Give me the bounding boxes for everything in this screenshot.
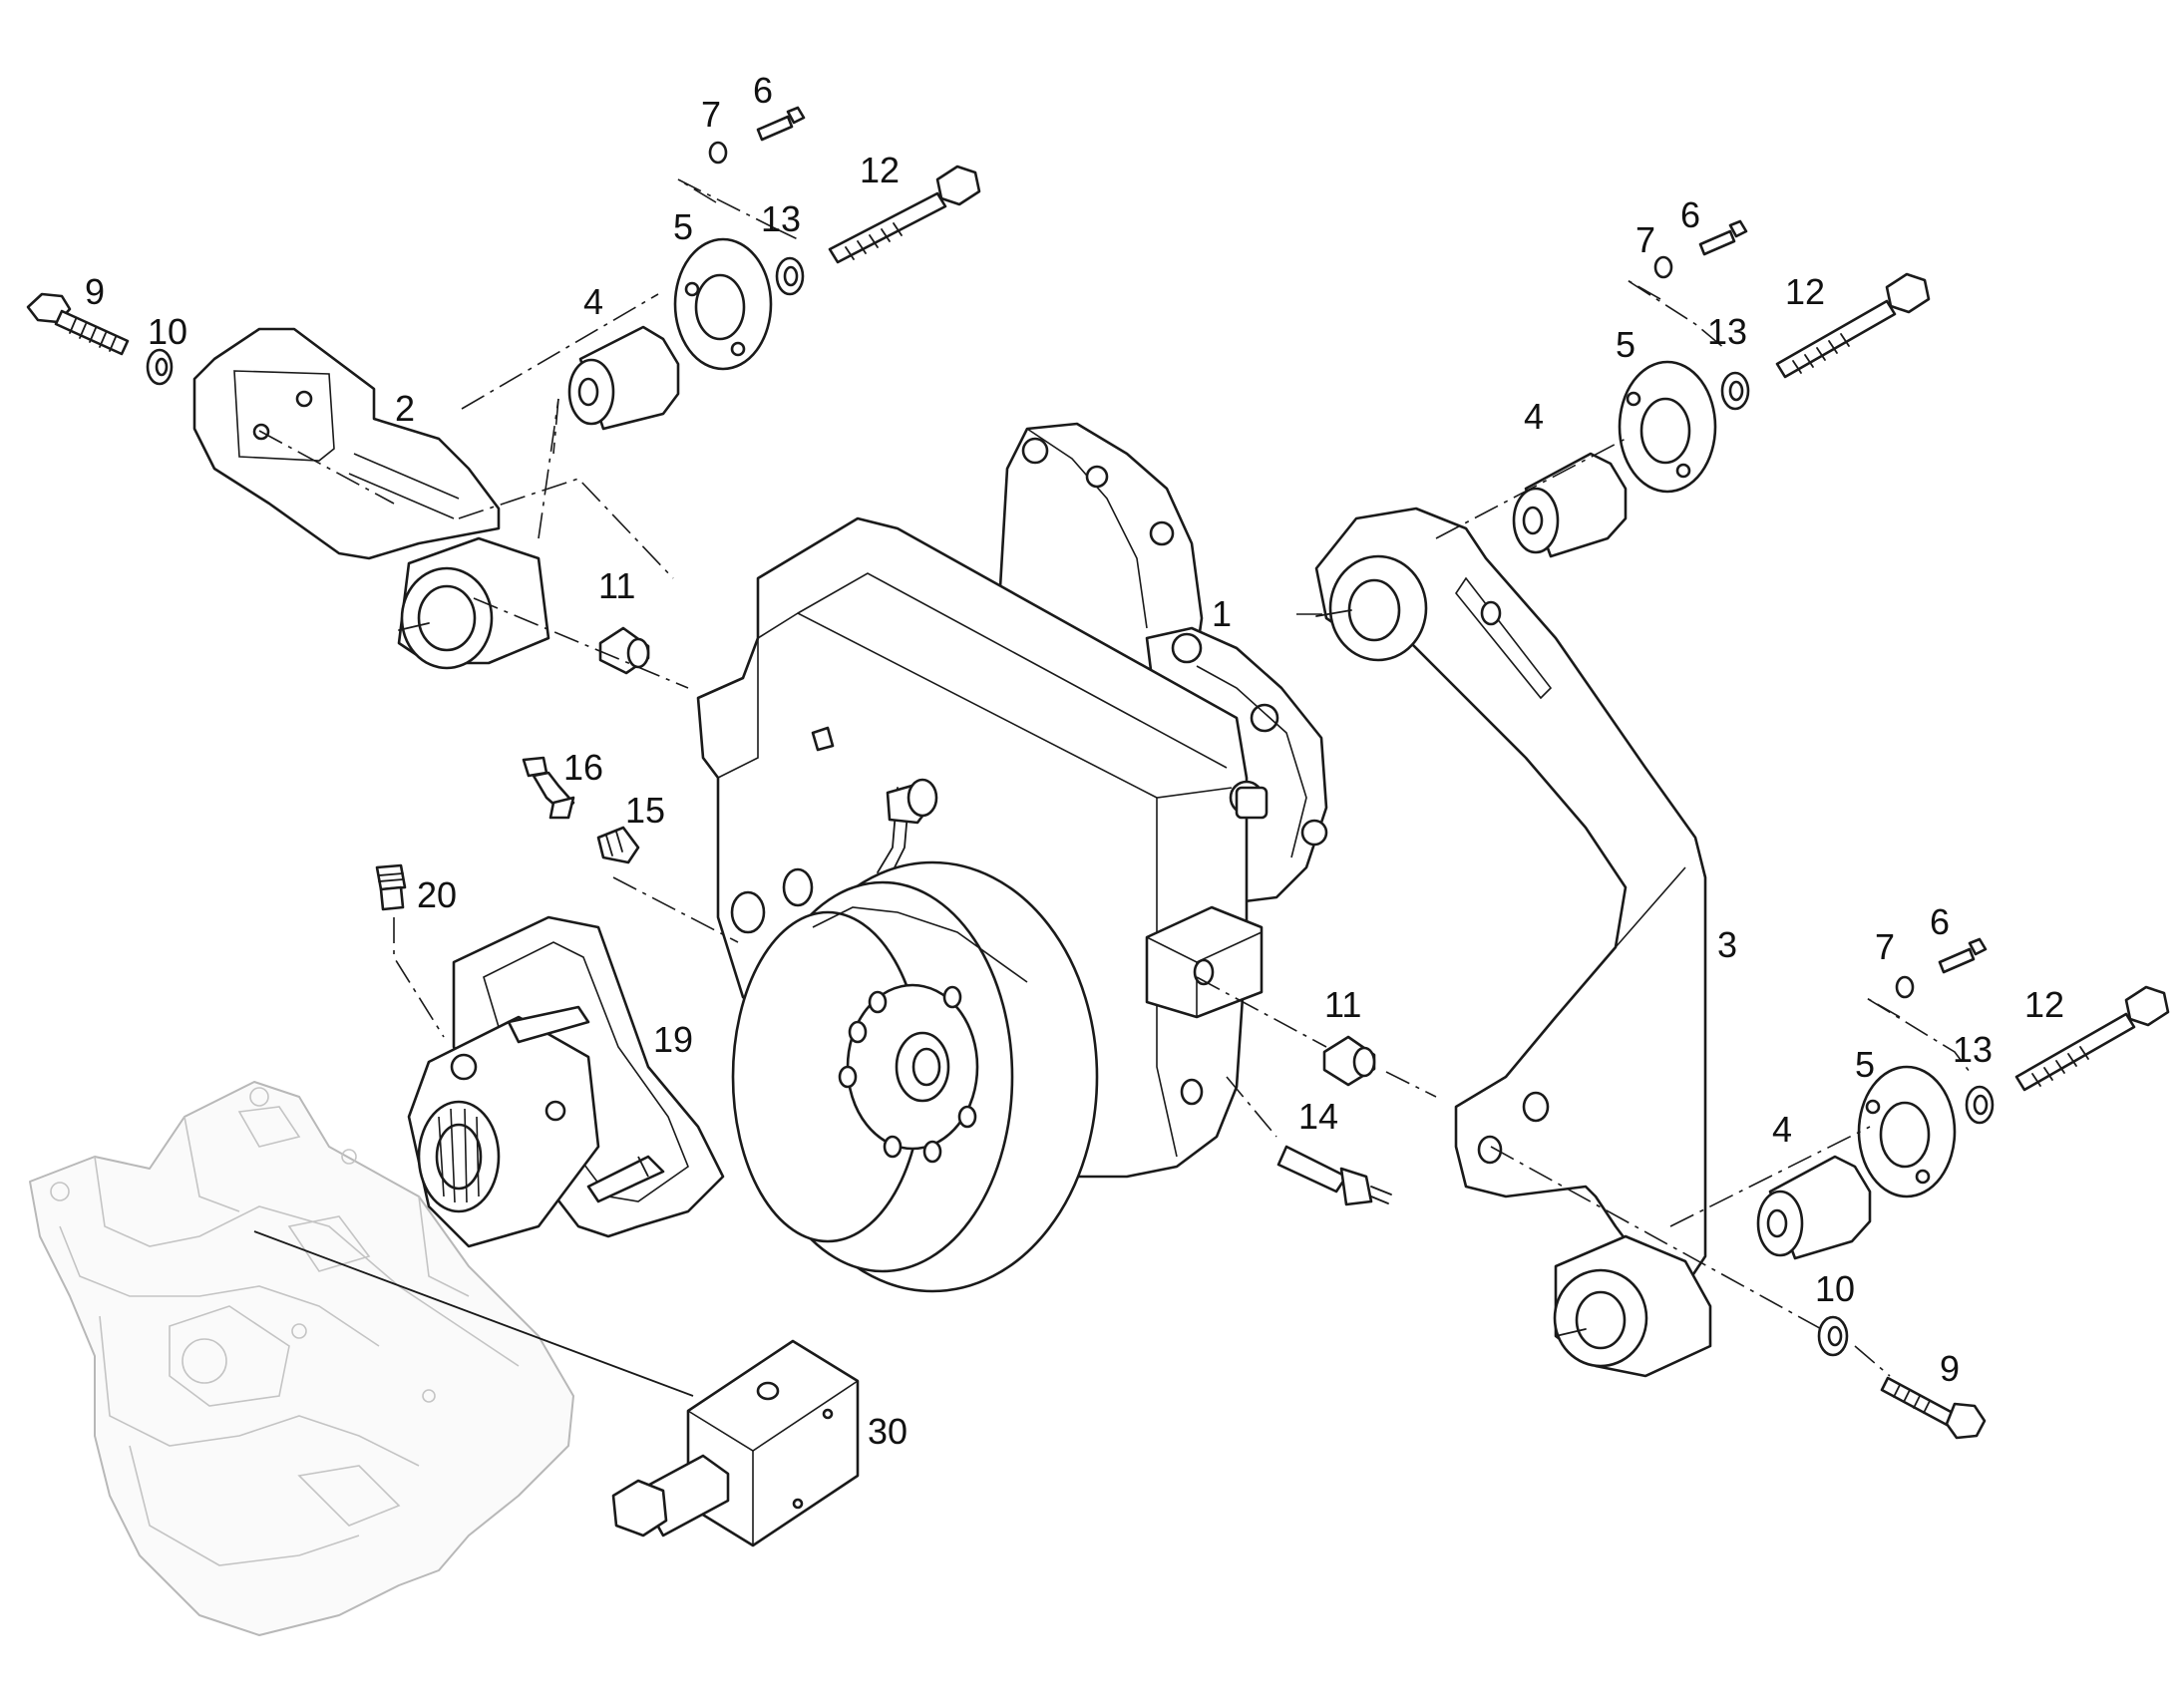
part-15-nipple-fitting: [596, 826, 640, 864]
callout-3: 3: [1717, 924, 1737, 965]
callout-20: 20: [417, 874, 457, 915]
callout-15: 15: [625, 790, 665, 831]
part-4-bushing-right-lower: [1756, 1155, 1872, 1260]
callout-19: 19: [653, 1019, 693, 1060]
callout-6-right-upper: 6: [1680, 194, 1700, 235]
callout-9-left: 9: [85, 271, 105, 312]
part-6-screw-left: [756, 106, 806, 142]
callout-14: 14: [1298, 1096, 1338, 1137]
callout-9-right: 9: [1940, 1348, 1960, 1389]
part-7-washer-right-lower: [1895, 975, 1915, 999]
part-30-valve-block: [611, 1339, 860, 1547]
part-11-bushing-lower: [1322, 1035, 1376, 1087]
callout-5-left: 5: [673, 206, 693, 247]
part-14-sensor: [1276, 1145, 1392, 1206]
part-12-bolt-right-upper: [1775, 272, 1931, 379]
callout-5-right-lower: 5: [1855, 1044, 1875, 1085]
part-12-bolt-right-lower: [2014, 985, 2170, 1092]
part-5-flange-right-lower: [1857, 1065, 1957, 1198]
part-4-bushing-left: [567, 325, 680, 431]
part-7-washer-left: [708, 141, 728, 165]
callout-6-left: 6: [753, 70, 773, 111]
callout-7-right-lower: 7: [1875, 926, 1895, 967]
callout-16: 16: [563, 747, 603, 788]
callout-10-left: 10: [148, 311, 187, 352]
part-9-bolt-left: [26, 292, 130, 356]
callout-7-left: 7: [701, 94, 721, 135]
callout-4-right-lower: 4: [1772, 1109, 1792, 1150]
callout-6-right-lower: 6: [1930, 901, 1950, 942]
callout-30: 30: [868, 1411, 908, 1452]
callout-1: 1: [1212, 593, 1232, 634]
part-2-left-bracket: [192, 327, 550, 670]
part-1-gear-housing: [696, 422, 1328, 1293]
part-20-grease-fitting: [375, 863, 407, 911]
part-13-washer-right-upper: [1720, 371, 1750, 411]
part-16-elbow-fitting: [522, 756, 575, 820]
part-12-bolt-left: [828, 165, 981, 264]
callout-12-right-lower: 12: [2024, 984, 2064, 1025]
leader-lines: [253, 1156, 694, 1397]
assembly-lines: [258, 178, 1971, 1377]
part-5-flange-right-upper: [1618, 360, 1717, 494]
callout-12-left: 12: [860, 150, 900, 190]
callout-5-right-upper: 5: [1616, 324, 1635, 365]
callout-13-right-lower: 13: [1953, 1029, 1993, 1070]
callouts: 1 2 3 4 4 4 5 5 5 6 6 6 7 7 7 9 9 10 10 …: [85, 70, 2064, 1452]
part-3-right-bracket: [1314, 507, 1712, 1378]
part-10-washer-right: [1817, 1315, 1849, 1357]
machine-frame-background: [29, 1081, 574, 1636]
part-11-bushing-upper: [598, 626, 650, 675]
callout-10-right: 10: [1815, 1268, 1855, 1309]
callout-11-upper: 11: [598, 565, 635, 606]
callout-13-left: 13: [761, 198, 801, 239]
callout-7-right-upper: 7: [1635, 219, 1655, 260]
part-5-flange-left: [673, 237, 773, 371]
callout-11-lower: 11: [1324, 984, 1361, 1025]
callout-4-left: 4: [583, 281, 603, 322]
part-9-bolt-right: [1880, 1376, 1987, 1440]
part-6-screw-right-lower: [1938, 937, 1988, 974]
callout-4-right-upper: 4: [1524, 396, 1544, 437]
part-7-washer-right-upper: [1653, 255, 1673, 279]
part-10-washer-left: [146, 348, 174, 386]
part-19-caliper-unit: [407, 915, 725, 1248]
part-4-bushing-right-upper: [1512, 452, 1628, 558]
part-13-washer-left: [775, 256, 805, 296]
callout-12-right-upper: 12: [1785, 271, 1825, 312]
callout-13-right-upper: 13: [1707, 311, 1747, 352]
part-6-screw-right-upper: [1698, 219, 1748, 256]
part-13-washer-right-lower: [1965, 1085, 1995, 1125]
callout-2: 2: [395, 388, 415, 429]
